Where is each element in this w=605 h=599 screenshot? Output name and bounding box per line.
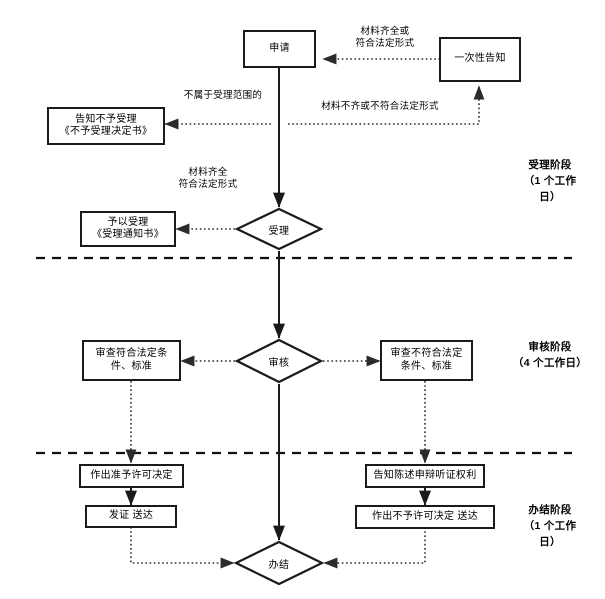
accept-diamond-shape	[235, 207, 323, 251]
node-review-not-conform-label: 审查不符合法定 条件、标准	[390, 348, 463, 372]
node-accept-decision[interactable]: 受理	[235, 207, 323, 251]
node-make-permit-decision-label: 作出准予许可决定	[90, 469, 173, 481]
node-one-time-notice[interactable]: 一次性告知	[439, 37, 521, 82]
complete-diamond-shape	[234, 540, 324, 586]
stage-label-review: 审核阶段 （4 个工作日）	[512, 341, 588, 369]
node-complete[interactable]: 办结	[234, 540, 324, 586]
node-make-refuse-decision[interactable]: 作出不予许可决定 送达	[355, 505, 495, 529]
review-diamond-shape	[235, 338, 323, 384]
node-grant-accept[interactable]: 予以受理 《受理通知书》	[80, 211, 176, 247]
edge-refuse-to-complete	[323, 527, 426, 569]
edge-label-materials-complete-legal: 材料齐全 符合法定形式	[178, 167, 238, 191]
edge-issue-to-complete	[130, 527, 235, 569]
node-notice-not-accept-label: 告知不予受理 《不予受理决定书》	[59, 113, 153, 138]
node-notice-hearing-rights-label: 告知陈述申辩听证权利	[373, 469, 477, 481]
stage-label-acceptance: 受理阶段 （1 个工作 日）	[523, 159, 577, 203]
node-notice-hearing-rights[interactable]: 告知陈述申辩听证权利	[365, 464, 485, 488]
edge-label-not-in-scope: 不属于受理范围的	[183, 90, 263, 101]
edge-label-materials-incomplete: 材料不齐或不符合法定形式	[321, 101, 439, 112]
node-complete-label: 办结	[268, 559, 290, 571]
node-one-time-notice-label: 一次性告知	[454, 53, 506, 65]
node-grant-accept-label: 予以受理 《受理通知书》	[91, 216, 165, 241]
node-apply-label: 申请	[269, 42, 290, 54]
node-review-label: 审核	[268, 357, 290, 369]
node-review-not-conform[interactable]: 审查不符合法定 条件、标准	[380, 340, 473, 381]
node-issue-deliver-label: 发证 送达	[108, 510, 154, 522]
node-review-conform-label: 审查符合法定条 件、标准	[95, 348, 168, 372]
node-notice-not-accept[interactable]: 告知不予受理 《不予受理决定书》	[47, 107, 165, 145]
node-make-permit-decision[interactable]: 作出准予许可决定	[79, 464, 184, 488]
node-issue-deliver[interactable]: 发证 送达	[85, 505, 177, 528]
edge-label-materials-complete-or-legal: 材料齐全或 符合法定形式	[355, 26, 415, 50]
stage-label-completion: 办结阶段 （1 个工作 日）	[523, 504, 577, 548]
node-apply[interactable]: 申请	[243, 30, 316, 68]
node-make-refuse-decision-label: 作出不予许可决定 送达	[371, 510, 479, 522]
node-review-decision[interactable]: 审核	[235, 338, 323, 384]
node-review-conform[interactable]: 审查符合法定条 件、标准	[82, 340, 181, 381]
node-accept-label: 受理	[268, 225, 290, 237]
